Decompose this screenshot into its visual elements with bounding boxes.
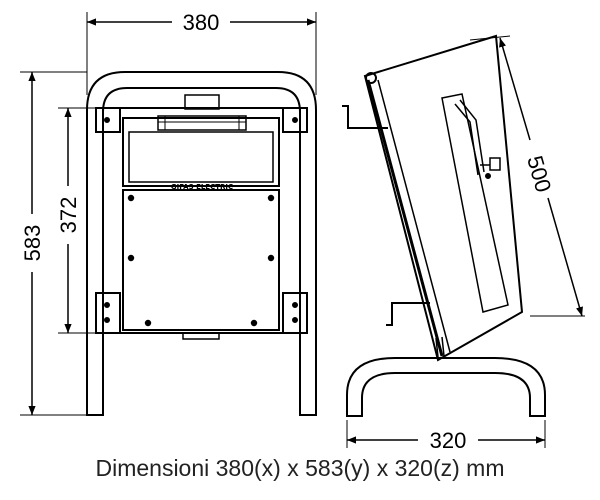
side-view [342, 36, 585, 448]
upper-bracket [342, 106, 388, 128]
heater-housing [103, 108, 300, 333]
nameplate-label: GIFAS ELECTRIC [171, 183, 233, 191]
top-handle [185, 95, 219, 109]
length-dimension-line [499, 38, 530, 140]
depth-dimension-label: 320 [430, 428, 467, 453]
side-base-stand [347, 358, 545, 416]
dimensions-caption: Dimensioni 380(x) x 583(y) x 320(z) mm [95, 455, 505, 481]
lower-bracket [386, 303, 430, 325]
width-dimension-label: 380 [183, 10, 220, 35]
height-dimension-label: 583 [20, 225, 45, 262]
front-panel [123, 190, 279, 330]
side-housing [365, 36, 522, 360]
front-tube-frame [87, 72, 316, 415]
panel-height-dimension-label: 372 [56, 197, 81, 234]
front-view [20, 12, 316, 415]
length-dimension-label: 500 [522, 153, 556, 195]
